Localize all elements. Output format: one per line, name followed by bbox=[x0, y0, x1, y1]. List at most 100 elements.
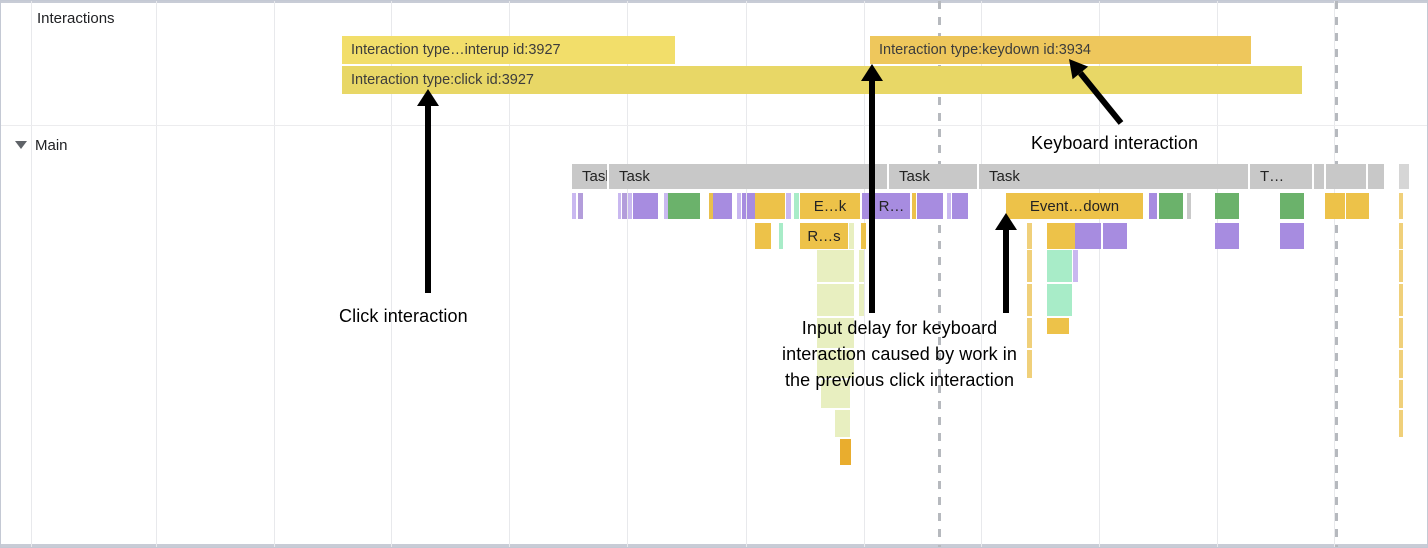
flame-bar[interactable] bbox=[1399, 350, 1403, 378]
flame-bar[interactable] bbox=[742, 193, 746, 219]
flame-bar[interactable] bbox=[1280, 223, 1304, 249]
interaction-bar-pointerup-3927[interactable]: Interaction type…interup id:3927 bbox=[342, 36, 675, 64]
click-arrow-head bbox=[417, 89, 439, 106]
interaction-bar-click-3927[interactable]: Interaction type:click id:3927 bbox=[342, 66, 1302, 94]
flame-bar[interactable] bbox=[840, 439, 851, 465]
task-bar[interactable] bbox=[1399, 164, 1409, 189]
flame-bar[interactable] bbox=[1399, 380, 1403, 408]
flame-bar[interactable] bbox=[578, 193, 583, 219]
flame-bar[interactable] bbox=[1103, 223, 1127, 249]
flame-bar-labeled[interactable]: R…s bbox=[800, 223, 848, 249]
flame-bar[interactable] bbox=[1215, 193, 1239, 219]
flame-bar[interactable] bbox=[755, 223, 771, 249]
flame-bar[interactable] bbox=[1027, 223, 1032, 249]
flame-bar[interactable] bbox=[622, 193, 627, 219]
flame-bar[interactable] bbox=[1399, 318, 1403, 348]
flame-bar[interactable] bbox=[737, 193, 741, 219]
input-delay-arrow-head bbox=[861, 64, 883, 81]
flame-bar[interactable] bbox=[1027, 284, 1032, 316]
flame-bar[interactable] bbox=[1399, 284, 1403, 316]
flame-bar[interactable] bbox=[849, 223, 854, 249]
input-delay-arrow-shaft bbox=[869, 78, 875, 313]
time-marker-dashed-1[interactable] bbox=[1335, 1, 1338, 547]
flame-bar[interactable] bbox=[633, 193, 658, 219]
task-bar[interactable] bbox=[1314, 164, 1324, 189]
input-delay-arrow-2-shaft bbox=[1003, 227, 1009, 313]
flame-bar[interactable] bbox=[817, 318, 854, 348]
flame-bar[interactable] bbox=[1399, 250, 1403, 282]
flame-bar[interactable] bbox=[861, 223, 866, 249]
flame-bar[interactable] bbox=[1027, 250, 1032, 282]
flame-bar[interactable] bbox=[1346, 193, 1369, 219]
chevron-down-icon[interactable] bbox=[15, 141, 27, 149]
flame-bar[interactable] bbox=[821, 380, 850, 408]
track-divider-0 bbox=[1, 125, 1427, 126]
flame-bar[interactable] bbox=[779, 223, 783, 249]
flame-bar[interactable] bbox=[1187, 193, 1191, 219]
task-bar[interactable]: Task bbox=[889, 164, 977, 189]
flame-bar[interactable] bbox=[1027, 350, 1032, 378]
task-bar[interactable] bbox=[1326, 164, 1366, 189]
grid-line-vertical-10 bbox=[1217, 1, 1218, 547]
flame-bar[interactable] bbox=[1073, 250, 1078, 282]
flame-bar[interactable] bbox=[664, 193, 668, 219]
flame-bar[interactable] bbox=[917, 193, 943, 219]
flame-bar[interactable] bbox=[747, 193, 755, 219]
flame-bar[interactable] bbox=[1399, 193, 1403, 219]
flame-bar[interactable] bbox=[572, 193, 576, 219]
flame-bar[interactable] bbox=[859, 284, 864, 316]
task-bar[interactable] bbox=[1374, 164, 1384, 189]
flame-bar[interactable] bbox=[1047, 250, 1072, 282]
flame-bar[interactable] bbox=[912, 193, 916, 219]
flame-bar[interactable] bbox=[1047, 318, 1069, 334]
flame-bar[interactable] bbox=[952, 193, 968, 219]
track-label-main[interactable]: Main bbox=[35, 137, 68, 154]
task-bar[interactable]: Task bbox=[979, 164, 1248, 189]
flame-bar[interactable] bbox=[709, 193, 713, 219]
flame-bar-labeled[interactable]: E…k bbox=[800, 193, 860, 219]
flame-bar[interactable] bbox=[817, 250, 854, 282]
flame-bar[interactable] bbox=[713, 193, 732, 219]
task-bar[interactable] bbox=[1368, 164, 1378, 189]
task-bar[interactable]: Task bbox=[609, 164, 887, 189]
flame-bar[interactable] bbox=[835, 410, 850, 437]
flame-bar[interactable] bbox=[862, 193, 870, 219]
keyboard-arrow bbox=[1069, 59, 1124, 125]
panel-top-border bbox=[1, 1, 1427, 3]
flame-bar[interactable] bbox=[817, 350, 854, 378]
flame-bar[interactable] bbox=[1215, 223, 1239, 249]
flame-bar-labeled[interactable]: Event…down bbox=[1006, 193, 1143, 219]
flame-bar[interactable] bbox=[755, 193, 785, 219]
input-delay-label: Input delay for keyboard interaction cau… bbox=[782, 318, 1018, 390]
track-label-interactions[interactable]: Interactions bbox=[37, 10, 115, 27]
grid-line-vertical-7 bbox=[864, 1, 865, 547]
flame-bar[interactable] bbox=[1047, 284, 1072, 316]
keyboard-interaction-label: Keyboard interaction bbox=[1031, 133, 1199, 153]
input-delay-arrow-2-head bbox=[995, 213, 1017, 230]
flame-bar[interactable] bbox=[1159, 193, 1183, 219]
grid-line-vertical-8 bbox=[981, 1, 982, 547]
flame-bar[interactable] bbox=[1280, 193, 1304, 219]
flame-bar[interactable] bbox=[859, 250, 864, 282]
flame-bar[interactable] bbox=[817, 284, 854, 316]
time-marker-dashed-0[interactable] bbox=[938, 1, 941, 547]
flame-bar[interactable] bbox=[1149, 193, 1157, 219]
interaction-bar-keydown-3934[interactable]: Interaction type:keydown id:3934 bbox=[870, 36, 1251, 64]
flame-bar[interactable] bbox=[794, 193, 799, 219]
flame-bar[interactable] bbox=[1047, 223, 1075, 249]
flame-bar[interactable] bbox=[1399, 410, 1403, 437]
task-bar[interactable]: Task bbox=[572, 164, 607, 189]
flame-bar[interactable] bbox=[947, 193, 951, 219]
grid-line-vertical-9 bbox=[1099, 1, 1100, 547]
flame-bar[interactable] bbox=[668, 193, 700, 219]
flame-bar-labeled[interactable]: R… bbox=[873, 193, 910, 219]
task-bar[interactable]: T… bbox=[1250, 164, 1312, 189]
flame-bar[interactable] bbox=[628, 193, 632, 219]
flame-bar[interactable] bbox=[618, 193, 621, 219]
flame-bar[interactable] bbox=[1325, 193, 1345, 219]
flame-bar[interactable] bbox=[786, 193, 791, 219]
flame-bar[interactable] bbox=[1027, 318, 1032, 348]
flame-bar[interactable] bbox=[1075, 223, 1101, 249]
flame-bar[interactable] bbox=[1399, 223, 1403, 249]
